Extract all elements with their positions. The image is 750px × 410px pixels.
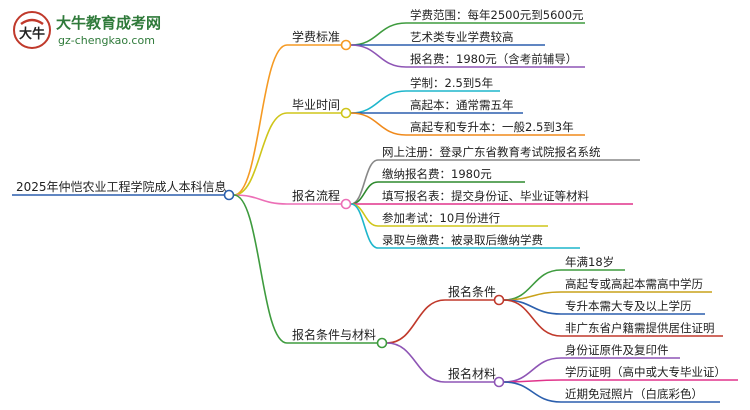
edge-conditions-cond xyxy=(386,299,446,344)
node-graduation[interactable] xyxy=(340,107,352,119)
leaf-graduation-2: 高起专和专升本：一般2.5到3年 xyxy=(410,120,574,134)
node-process[interactable] xyxy=(340,198,352,210)
leaf-process-0: 网上注册：登录广东省教育考试院报名系统 xyxy=(382,145,601,159)
leaf-mat-2: 近期免冠照片（白底彩色） xyxy=(565,387,703,401)
edge-graduation-2 xyxy=(350,112,407,136)
node-conditions[interactable] xyxy=(376,337,388,349)
edge-graduation-0 xyxy=(350,90,407,114)
branch-fee: 学费标准 xyxy=(292,30,341,44)
node-sub-mat[interactable] xyxy=(493,376,505,388)
leaf-fee-2: 报名费：1980元（含考前辅导） xyxy=(410,52,578,66)
edge-mat-0 xyxy=(503,357,562,383)
svg-text:大牛: 大牛 xyxy=(19,26,45,42)
logo-mark-icon: 大牛 xyxy=(13,11,51,49)
leaf-mat-0: 身份证原件及复印件 xyxy=(565,343,669,357)
leaf-cond-0: 年满18岁 xyxy=(565,255,615,269)
leaf-process-2: 填写报名表：提交身份证、毕业证等材料 xyxy=(382,189,589,203)
leaf-cond-3: 非广东省户籍需提供居住证明 xyxy=(565,321,715,335)
edge-process-1 xyxy=(350,181,379,205)
root-label: 2025年仲恺农业工程学院成人本科信息 xyxy=(16,180,227,194)
leaf-process-1: 缴纳报名费：1980元 xyxy=(382,167,492,181)
edge-fee-0 xyxy=(350,22,407,46)
leaf-process-3: 参加考试：10月份进行 xyxy=(382,211,501,225)
logo-url: gz-chengkao.com xyxy=(58,34,155,47)
branch-conditions: 报名条件与材料 xyxy=(292,328,377,342)
root-node[interactable] xyxy=(223,189,235,201)
leaf-fee-1: 艺术类专业学费较高 xyxy=(410,30,514,44)
leaf-graduation-0: 学制：2.5到5年 xyxy=(410,76,494,90)
branch-process: 报名流程 xyxy=(292,189,341,203)
edge-mat-2 xyxy=(503,381,562,403)
leaf-process-4: 录取与缴费：被录取后缴纳学费 xyxy=(382,233,543,247)
node-sub-cond[interactable] xyxy=(493,294,505,306)
sub-mat: 报名材料 xyxy=(448,367,497,381)
edge-root-process xyxy=(233,194,288,205)
edge-process-3 xyxy=(350,203,379,227)
node-fee[interactable] xyxy=(340,39,352,51)
leaf-cond-2: 专升本需大专及以上学历 xyxy=(565,299,692,313)
edge-root-conditions xyxy=(233,194,288,344)
leaf-graduation-1: 高起本：通常需五年 xyxy=(410,98,514,112)
mindmap-nodes xyxy=(223,39,505,388)
leaf-mat-1: 学历证明（高中或大专毕业证） xyxy=(565,365,726,379)
sub-cond: 报名条件 xyxy=(448,285,497,299)
edge-cond-3 xyxy=(503,299,562,337)
edge-fee-2 xyxy=(350,44,407,68)
edge-root-fee xyxy=(233,44,288,196)
mindmap-edges xyxy=(12,22,738,403)
branch-graduation: 毕业时间 xyxy=(292,98,341,112)
site-logo[interactable]: 大牛 大牛教育成考网 gz-chengkao.com xyxy=(8,8,178,52)
logo-title: 大牛教育成考网 xyxy=(56,14,162,32)
edge-process-4 xyxy=(350,203,379,249)
edge-root-graduation xyxy=(233,112,288,196)
edge-conditions-mat xyxy=(386,342,446,383)
leaf-fee-0: 学费范围：每年2500元到5600元 xyxy=(410,8,584,22)
leaf-cond-1: 高起专或高起本需高中学历 xyxy=(565,277,703,291)
